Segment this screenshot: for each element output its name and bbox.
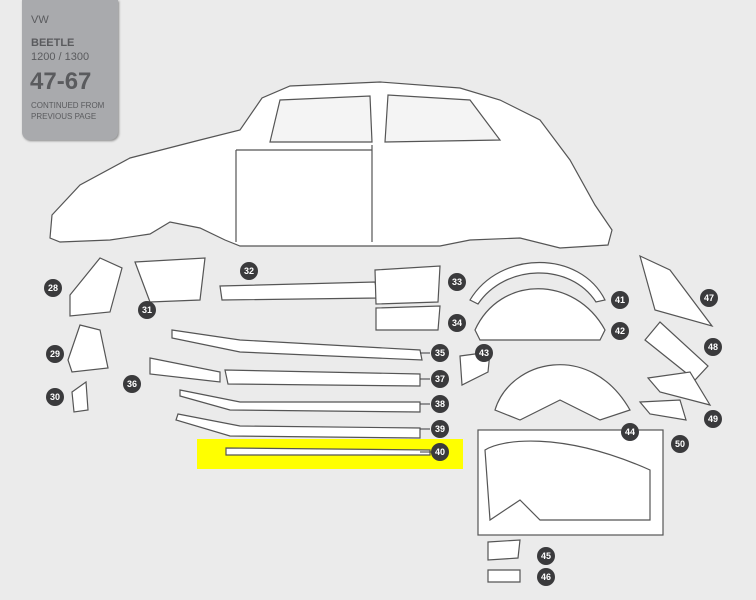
model: BEETLE (31, 37, 75, 49)
part-48 (644, 321, 709, 381)
part-number-badge: 50 (671, 435, 689, 453)
part-number-badge: 29 (46, 345, 64, 363)
part-49 (646, 371, 712, 406)
part-number-badge: 41 (611, 291, 629, 309)
part-number-badge: 40 (431, 443, 449, 461)
part-47 (639, 254, 714, 328)
years: 47-67 (30, 68, 92, 95)
part-number-badge: 30 (46, 388, 64, 406)
part-40 (225, 447, 431, 456)
part-29 (67, 324, 109, 373)
part-number-badge: 45 (537, 547, 555, 565)
part-number-badge: 44 (621, 423, 639, 441)
part-number-badge: 32 (240, 262, 258, 280)
part-number-badge: 42 (611, 322, 629, 340)
part-number-badge: 34 (448, 314, 466, 332)
part-number-badge: 33 (448, 273, 466, 291)
part-36 (149, 357, 221, 383)
part-39 (175, 413, 421, 439)
part-number-badge: 49 (704, 410, 722, 428)
part-number-badge: 37 (431, 370, 449, 388)
model-tag: VW BEETLE 1200 / 1300 47-67 CONTINUED FR… (22, 0, 118, 140)
car-windows (269, 94, 502, 143)
part-50 (638, 399, 687, 421)
part-30 (71, 380, 89, 413)
note: CONTINUED FROM PREVIOUS PAGE (31, 101, 105, 121)
part-41 (469, 261, 606, 305)
part-number-badge: 48 (704, 338, 722, 356)
part-44 (494, 364, 631, 421)
part-number-badge: 31 (138, 301, 156, 319)
part-number-badge: 47 (700, 289, 718, 307)
part-number-badge: 46 (537, 568, 555, 586)
part-37 (224, 369, 421, 387)
part-number-badge: 38 (431, 395, 449, 413)
inset-fender (484, 440, 651, 522)
part-33-34 (374, 265, 441, 331)
part-31 (134, 257, 206, 303)
make: VW (31, 14, 49, 26)
car-door (235, 145, 373, 242)
part-38 (179, 389, 421, 413)
part-42 (474, 288, 606, 341)
part-35 (171, 329, 423, 361)
part-28 (69, 257, 123, 317)
part-number-badge: 35 (431, 344, 449, 362)
engine: 1200 / 1300 (31, 51, 90, 63)
part-number-badge: 39 (431, 420, 449, 438)
part-45-46 (487, 539, 521, 583)
part-number-badge: 28 (44, 279, 62, 297)
part-number-badge: 43 (475, 344, 493, 362)
part-32 (219, 281, 379, 301)
part-number-badge: 36 (123, 375, 141, 393)
